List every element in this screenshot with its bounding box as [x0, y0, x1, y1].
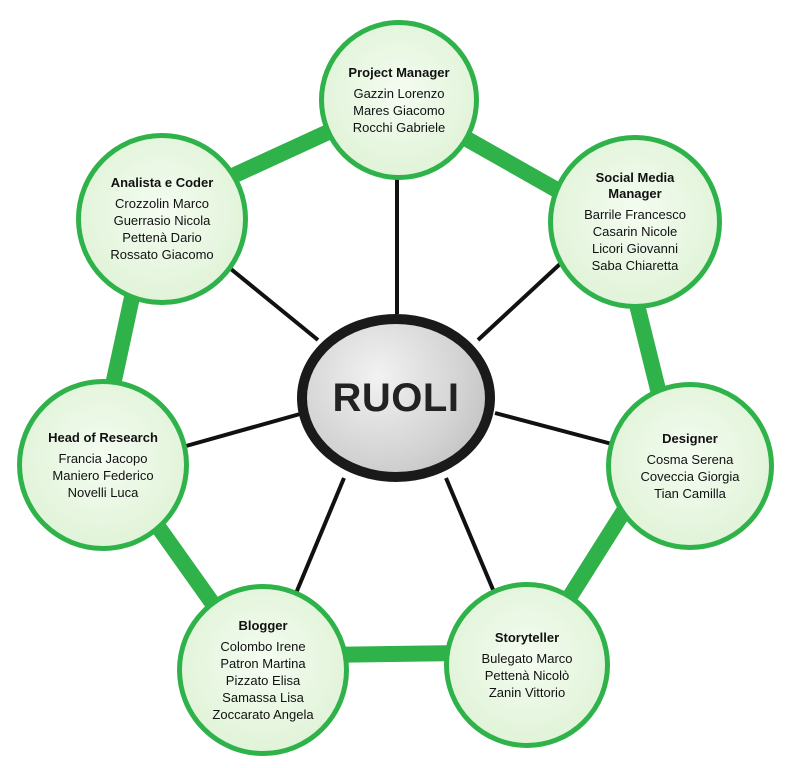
member-name: Bulegato Marco — [481, 650, 573, 666]
role-node-analista-e-coder: Analista e Coder Crozzolin Marco Guerras… — [76, 133, 248, 305]
member-name: Francia Jacopo — [58, 450, 148, 466]
center-label: RUOLI — [332, 375, 460, 420]
member-name: Gazzin Lorenzo — [353, 85, 445, 101]
role-title: Analista e Coder — [110, 175, 214, 190]
role-title: Head of Research — [48, 429, 158, 445]
spoke-designer — [494, 411, 613, 446]
role-title: Storyteller — [494, 629, 560, 645]
member-name: Samassa Lisa — [222, 689, 304, 705]
member-name: Pizzato Elisa — [225, 672, 301, 688]
member-name: Saba Chiaretta — [591, 258, 679, 273]
member-name: Rossato Giacomo — [110, 247, 214, 262]
member-name: Zanin Vittorio — [488, 684, 566, 700]
role-node-storyteller: Storyteller Bulegato Marco Pettenà Nicol… — [444, 582, 610, 748]
role-node-project-manager: Project Manager Gazzin Lorenzo Mares Gia… — [319, 20, 479, 180]
member-name: Zoccarato Angela — [212, 706, 314, 722]
member-name: Barrile Francesco — [584, 207, 686, 222]
role-node-designer: Designer Cosma Serena Coveccia Giorgia T… — [606, 382, 774, 550]
member-name: Colombo Irene — [220, 638, 306, 654]
member-name: Crozzolin Marco — [115, 196, 209, 211]
member-name: Maniero Federico — [52, 467, 154, 483]
role-title: Designer — [662, 430, 718, 446]
member-name: Rocchi Gabriele — [352, 119, 446, 135]
spoke-storyteller — [444, 477, 496, 593]
member-name: Licori Giovanni — [592, 241, 678, 256]
role-node-social-media-manager: Social Media Manager Barrile Francesco C… — [548, 135, 722, 309]
spoke-blogger — [292, 477, 346, 599]
role-node-head-of-research: Head of Research Francia Jacopo Maniero … — [17, 379, 189, 551]
role-title: Blogger — [238, 617, 288, 633]
role-title: Social Media Manager — [595, 170, 675, 201]
member-name: Tian Camilla — [654, 485, 726, 501]
member-name: Patron Martina — [220, 655, 306, 671]
member-name: Mares Giacomo — [353, 102, 445, 118]
role-title: Project Manager — [348, 64, 450, 80]
member-name: Guerrasio Nicola — [113, 213, 211, 228]
member-name: Pettenà Dario — [122, 230, 202, 245]
spoke-social-media-manager — [476, 262, 562, 342]
center-node: RUOLI — [297, 314, 495, 482]
spoke-head-of-research — [185, 412, 301, 448]
member-name: Pettenà Nicolò — [484, 667, 570, 683]
spokes — [185, 165, 613, 599]
member-name: Coveccia Giorgia — [640, 468, 740, 484]
member-name: Cosma Serena — [646, 451, 734, 467]
spoke-analista-e-coder — [224, 263, 320, 342]
member-name: Casarin Nicole — [592, 224, 678, 239]
role-node-blogger: Blogger Colombo Irene Patron Martina Piz… — [177, 584, 349, 756]
member-name: Novelli Luca — [67, 484, 139, 500]
